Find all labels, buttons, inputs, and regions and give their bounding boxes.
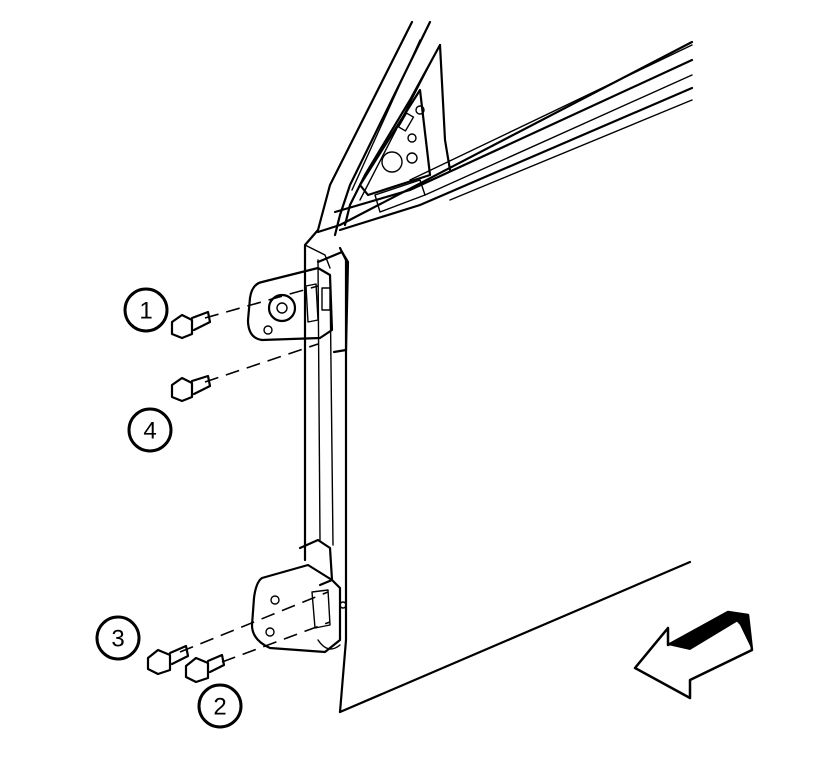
callout-4-label: 4 [143,418,156,445]
callout-3-label: 3 [111,626,124,653]
callout-3: 3 [95,615,141,661]
alignment-lines [179,285,331,663]
bolt-2 [184,653,226,684]
callout-2: 2 [197,683,243,729]
bolt-1 [170,310,212,340]
door-panel [304,40,694,714]
callout-1: 1 [123,287,169,333]
callout-4: 4 [127,407,173,453]
mirror-patch [358,88,432,197]
callout-2-label: 2 [213,694,226,721]
lower-door-hinge [250,538,347,654]
callout-1-label: 1 [139,298,152,325]
bolt-3 [146,644,190,676]
bolt-4 [170,374,212,403]
front-direction-arrow-icon [633,610,754,700]
window-frame [303,20,694,562]
upper-door-hinge [246,250,350,354]
